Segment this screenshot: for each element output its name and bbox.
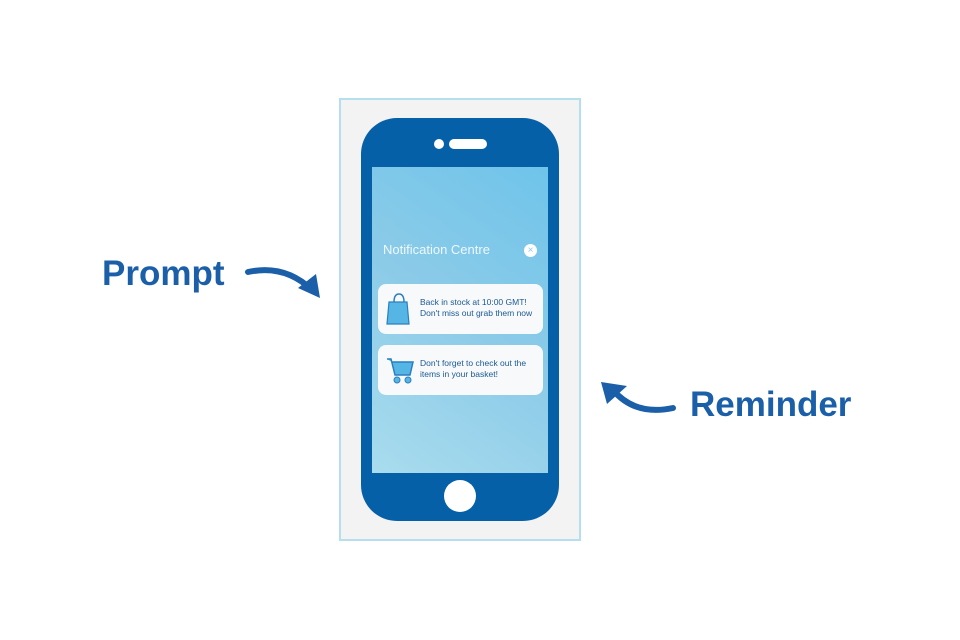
speaker-icon — [449, 139, 487, 149]
notification-line: Back in stock at 10:00 GMT! — [420, 297, 527, 307]
shopping-cart-icon — [387, 358, 414, 384]
shopping-bag-icon — [386, 293, 410, 325]
home-button[interactable] — [444, 480, 476, 512]
close-icon[interactable]: × — [524, 244, 537, 257]
prompt-arrow-icon — [245, 267, 320, 298]
camera-icon — [434, 139, 444, 149]
reminder-label: Reminder — [690, 385, 852, 424]
notification-card[interactable]: Back in stock at 10:00 GMT!Don't miss ou… — [378, 284, 543, 334]
notification-line: Don't miss out grab them now — [420, 308, 533, 318]
notification-centre-title: Notification Centre — [383, 242, 490, 257]
reminder-arrow-icon — [601, 382, 676, 413]
prompt-label: Prompt — [102, 254, 225, 293]
notification-line: items in your basket! — [420, 369, 498, 379]
phone-screen: Notification Centre × Back in stock at 1… — [372, 167, 548, 473]
notification-line: Don't forget to check out the — [420, 358, 527, 368]
